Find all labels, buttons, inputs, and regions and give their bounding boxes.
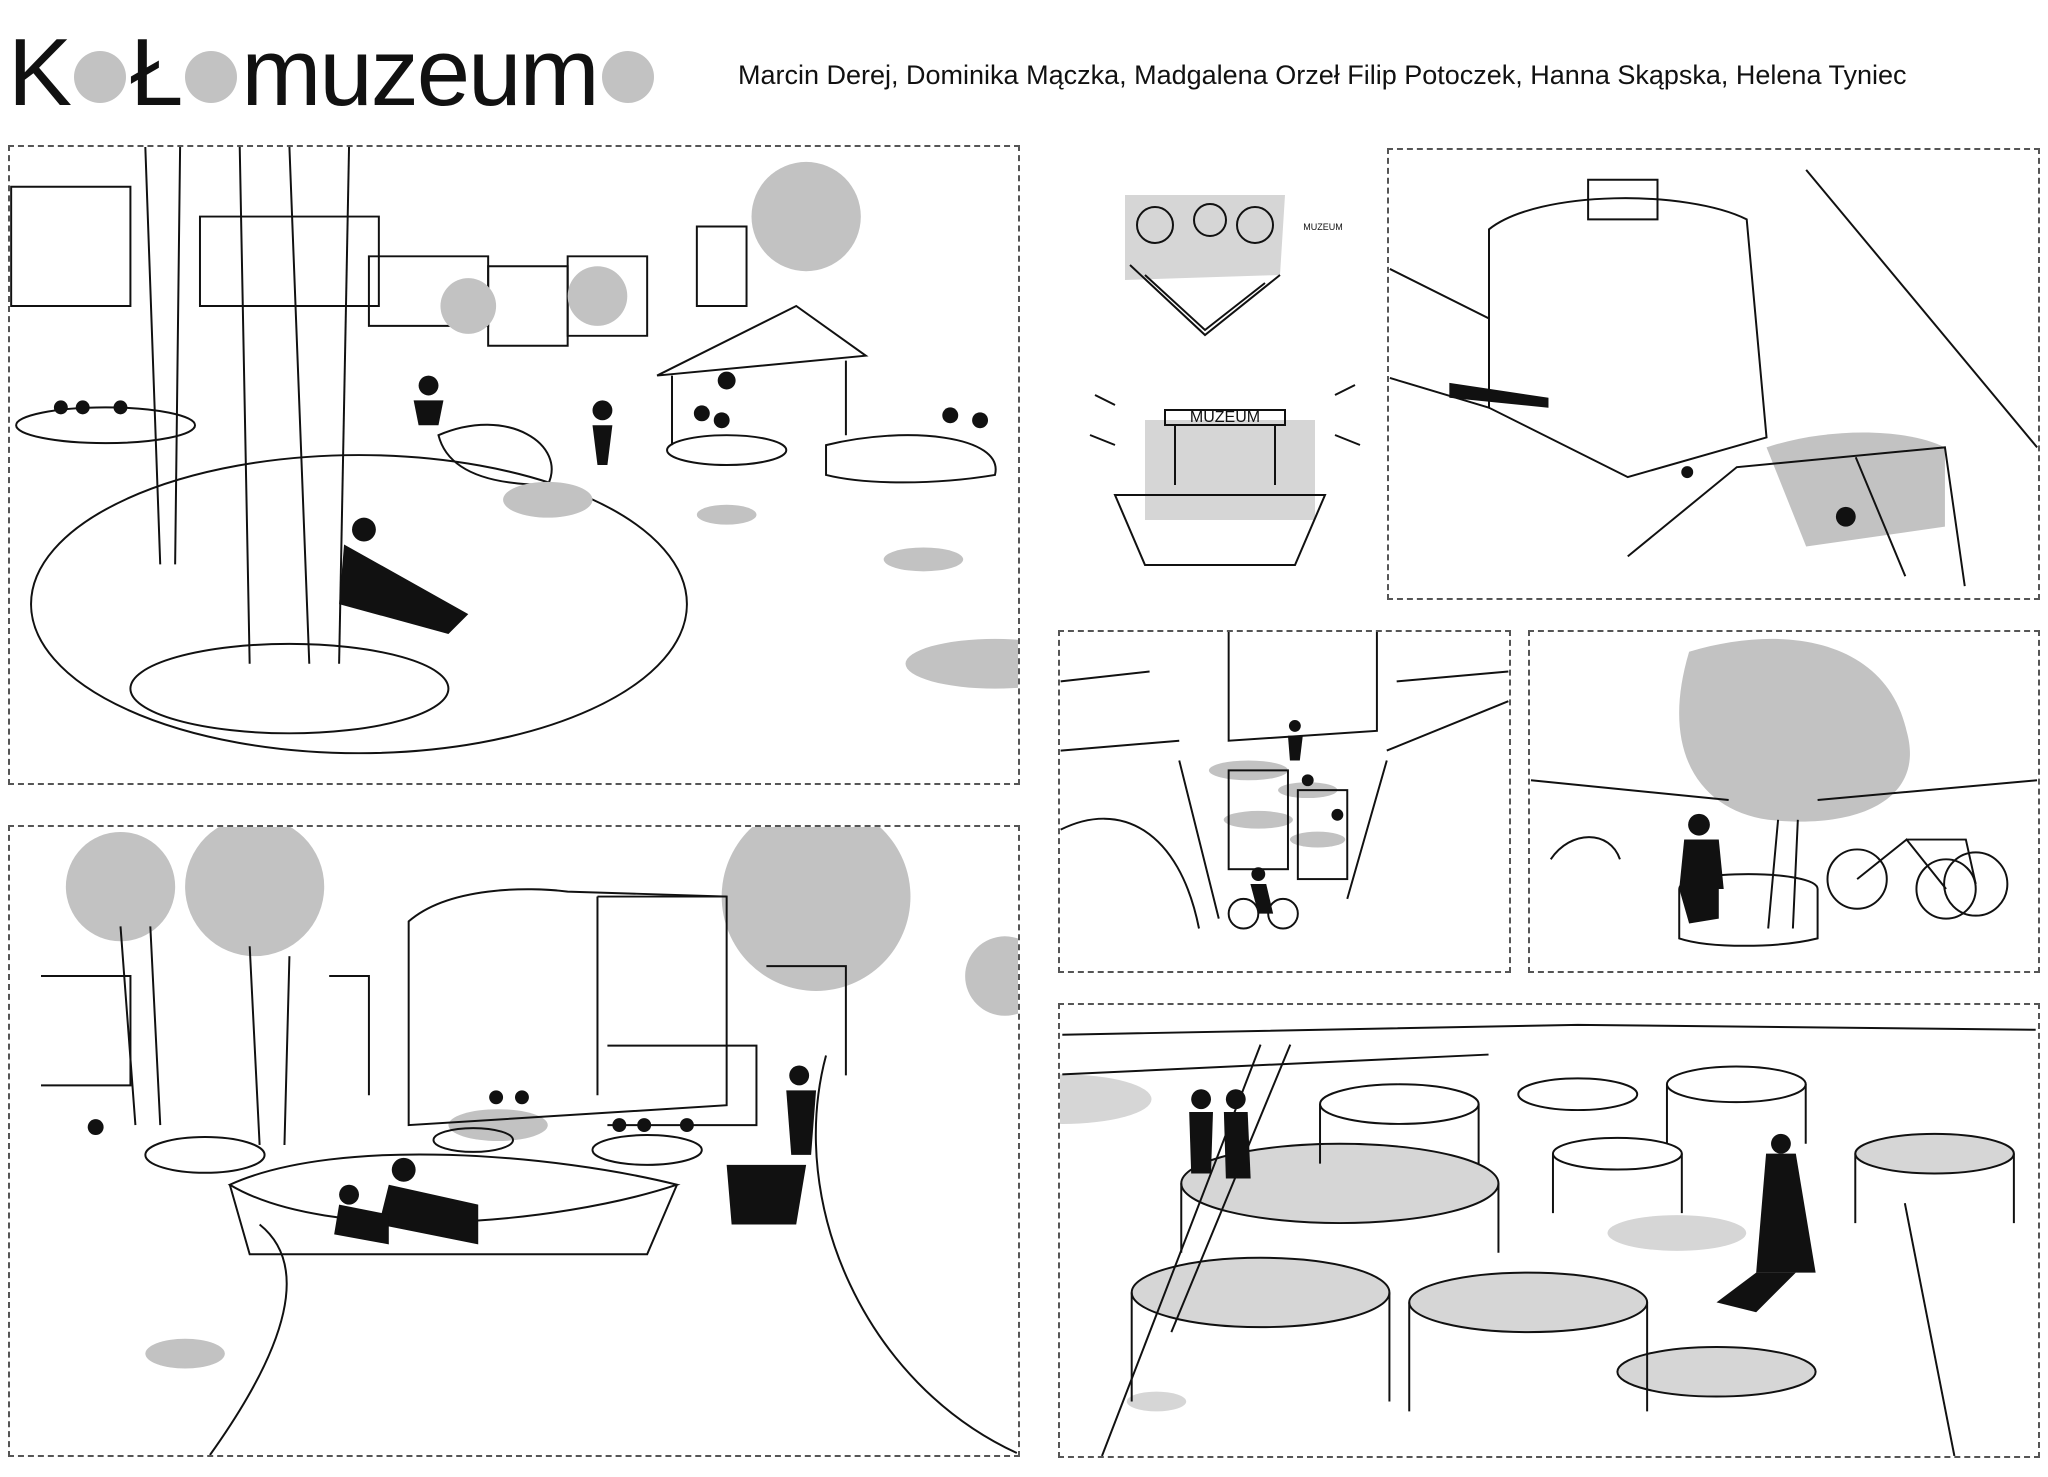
gray-dot-icon	[74, 51, 127, 103]
aerial-illustration	[1389, 169, 2038, 587]
sketch-concept-drawings: MUZEUM MUZEUM	[1055, 165, 1385, 585]
sketch-aerial-museum	[1387, 148, 2040, 600]
park-illustration	[10, 147, 1018, 755]
title-letter-l: Ł	[130, 19, 183, 126]
concept-illustration: MUZEUM MUZEUM	[1089, 195, 1361, 566]
muzeum-note-text: MUZEUM	[1303, 222, 1343, 232]
sketch-museum-park	[8, 825, 1020, 1457]
title-word-muzeum: muzeum	[241, 19, 599, 126]
authors-line: Marcin Derej, Dominika Mączka, Madgalena…	[738, 60, 1907, 90]
page-title: K Ł muzeum	[8, 18, 658, 128]
cylinder-steps-illustration	[1060, 1023, 2036, 1456]
tree-bench-illustration	[1530, 638, 2038, 947]
title-letter-k: K	[8, 19, 72, 126]
sketch-stepped-plaza	[1058, 630, 1511, 973]
sketch-cylinder-steps	[1058, 1003, 2040, 1458]
sketch-park-trees	[8, 145, 1020, 785]
gray-dot-icon	[601, 51, 654, 103]
muzeum-sign-text: MUZEUM	[1190, 409, 1260, 426]
sketch-tree-bench	[1528, 630, 2040, 973]
gray-dot-icon	[185, 51, 238, 103]
museum-park-illustration	[41, 827, 1018, 1455]
stepped-plaza-illustration	[1060, 632, 1509, 930]
